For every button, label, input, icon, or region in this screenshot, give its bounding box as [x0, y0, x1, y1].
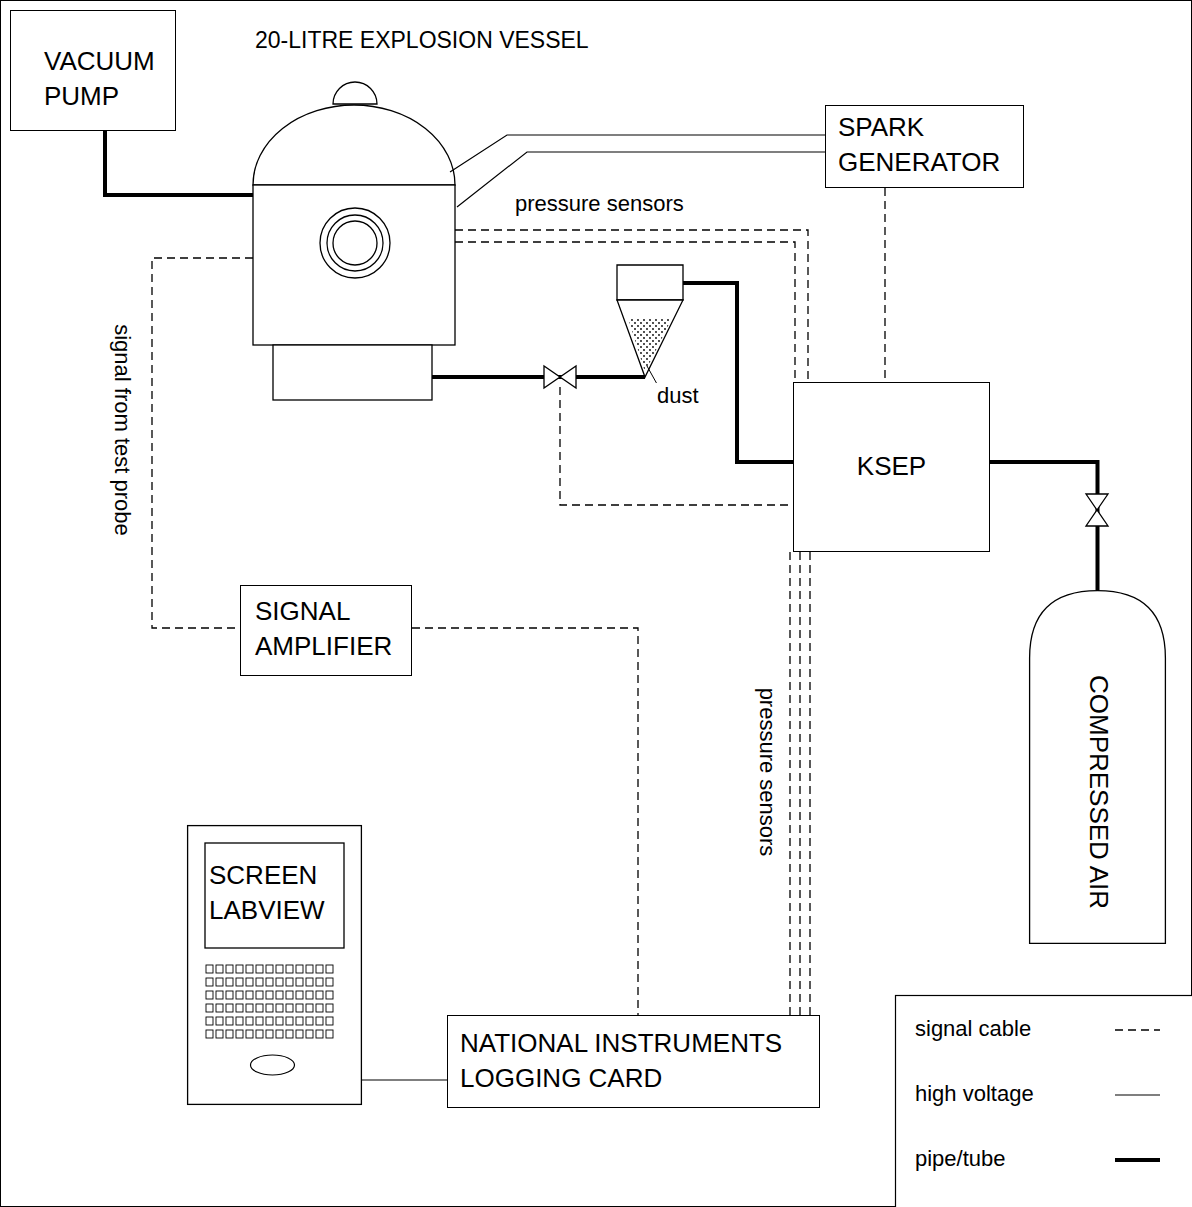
gas-cylinder: COMPRESSED AIR [1029, 590, 1166, 944]
node-label: NATIONAL INSTRUMENTS LOGGING CARD [460, 1026, 805, 1096]
cable-label: pressure sensors [754, 686, 780, 859]
valve-symbol [1086, 494, 1108, 526]
dust-pipe [432, 375, 645, 379]
legend-sample [1115, 1094, 1160, 1095]
valve-symbol [544, 366, 576, 388]
leader-line [647, 366, 657, 384]
node-label: SIGNAL AMPLIFIER [255, 594, 403, 664]
cylinder-outline [1030, 591, 1166, 944]
equipment-box: VACUUM PUMP [10, 10, 176, 131]
legend-sample [1115, 1158, 1160, 1162]
node-label: COMPRESSED AIR [1080, 675, 1115, 909]
dust-hopper [617, 265, 683, 377]
amplifier-box: SIGNAL AMPLIFIER [240, 585, 412, 676]
material-label: dust [655, 383, 701, 409]
air-pipe [683, 283, 793, 462]
signal-cable [412, 628, 638, 1015]
logging-card-box: NATIONAL INSTRUMENTS LOGGING CARD [447, 1015, 820, 1108]
explosion-vessel [253, 82, 455, 400]
node-label: KSEP [857, 449, 926, 484]
signal-cable [884, 188, 885, 382]
legend-label: signal cable [913, 1016, 1033, 1042]
pressure-sensor-cable [790, 552, 810, 1015]
legend-box [896, 996, 1192, 1207]
cable-label: signal from test probe [109, 322, 135, 538]
diagram-title: 20-LITRE EXPLOSION VESSEL [253, 27, 591, 55]
legend-label: high voltage [913, 1081, 1036, 1107]
signal-cable [799, 552, 800, 1015]
node-label: VACUUM PUMP [44, 44, 165, 114]
air-pipe [990, 462, 1098, 590]
laptop-screen [205, 843, 344, 948]
vacuum-pipe [105, 131, 253, 195]
pressure-sensor-cable [455, 230, 808, 382]
equipment-box: SPARK GENERATOR [825, 105, 1024, 188]
keyboard [206, 965, 333, 1038]
legend-label: pipe/tube [913, 1146, 1008, 1172]
controller-box: KSEP [793, 382, 990, 552]
node-label: SPARK GENERATOR [838, 110, 1015, 180]
data-cable [362, 1079, 447, 1080]
node-label: SCREEN LABVIEW [209, 858, 334, 928]
signal-cable [152, 258, 253, 628]
legend-sample [1115, 1029, 1160, 1030]
laptop: SCREEN LABVIEW [187, 825, 362, 1105]
touchpad [251, 1055, 295, 1075]
cable-label: pressure sensors [513, 191, 686, 217]
